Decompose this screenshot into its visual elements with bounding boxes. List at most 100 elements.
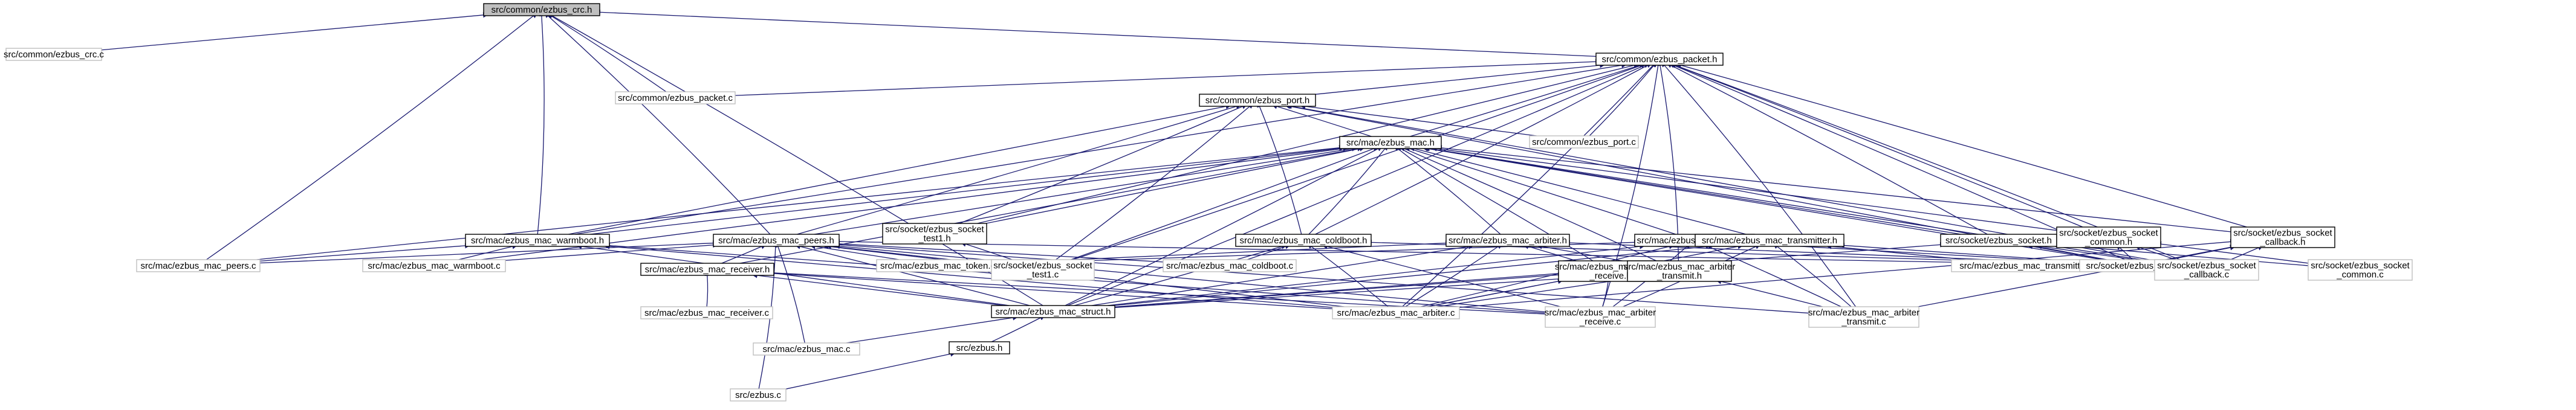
edge-port_c-to-packet_h (1589, 61, 1658, 136)
node-crc-c[interactable]: src/common/ezbus_crc.c (4, 48, 104, 61)
edge-sock_common_h-to-packet_h (1670, 63, 2083, 228)
node-box (1529, 135, 1639, 149)
node-port-c[interactable]: src/common/ezbus_port.c (1529, 135, 1639, 149)
node-box (1235, 234, 1372, 247)
node-mac-c[interactable]: src/mac/ezbus_mac.c (753, 342, 860, 356)
node-port-h[interactable]: src/common/ezbus_port.h (1199, 94, 1316, 107)
node-mac-h[interactable]: src/mac/ezbus_mac.h (1339, 136, 1442, 149)
node-box (991, 259, 1095, 281)
node-box (2308, 259, 2413, 281)
node-packet-c[interactable]: src/common/ezbus_packet.c (615, 91, 736, 104)
edge-arbiter_h-to-mac_h (1393, 146, 1501, 235)
node-transmitter-h[interactable]: src/mac/ezbus_mac_transmitter.h (1695, 234, 1844, 247)
node-coldboot-h[interactable]: src/mac/ezbus_mac_coldboot.h (1235, 234, 1372, 247)
edge-arb_receive_c-to-coldboot_h (1322, 243, 1561, 307)
edge-sock_test1_h-to-mac_h (985, 146, 1366, 224)
node-sock-test1-c[interactable]: src/socket/ezbus_socket_test1.c (991, 259, 1095, 281)
node-label: src/mac/ezbus_mac_coldboot.h (1240, 235, 1367, 246)
node-box (1332, 306, 1460, 319)
edge-transmitter_c-to-transmitter_h (1826, 243, 1966, 260)
edge-peers_c-to-peers_h (259, 240, 719, 264)
edge-arb_receive_c-to-peers_h (834, 243, 1546, 313)
node-label: src/socket/ezbus_socket (885, 225, 984, 235)
node-box (1627, 260, 1732, 282)
edge-crc_c-to-crc_h (101, 12, 489, 51)
node-box (615, 91, 736, 104)
node-label: src/mac/ezbus_mac_warmboot.h (471, 235, 604, 246)
node-packet-h[interactable]: src/common/ezbus_packet.h (1595, 53, 1724, 66)
edge-mac_c-to-struct_h (846, 315, 1019, 344)
edge-struct_h-to-arb_transmit_h (1114, 272, 1633, 309)
edge-struct_h-to-peers_h (794, 243, 1030, 306)
edge-arbiter_c-to-receiver_h (768, 271, 1333, 310)
node-label: src/mac/ezbus_mac_receiver.h (645, 264, 770, 275)
node-sock-common-c[interactable]: src/socket/ezbus_socket_common.c (2308, 259, 2413, 281)
node-box (1199, 94, 1316, 107)
node-arb-receive-c[interactable]: src/mac/ezbus_mac_arbiter_receive.c (1545, 306, 1656, 328)
node-label: src/mac/ezbus_mac_receiver.c (644, 308, 769, 318)
node-arbiter-c[interactable]: src/mac/ezbus_mac_arbiter.c (1332, 306, 1460, 319)
node-label: src/mac/ezbus_mac_peers.h (718, 235, 834, 246)
node-label: src/mac/ezbus_mac_arbiter (1624, 262, 1735, 272)
node-ezbus-c[interactable]: src/ezbus.c (730, 388, 787, 402)
edge-layer (101, 9, 2309, 389)
node-sock-test1-h[interactable]: src/socket/ezbus_socket_test1.h (882, 223, 987, 245)
node-sock-common-h[interactable]: src/socket/ezbus_socket_common.h (2056, 226, 2161, 248)
node-socket-h[interactable]: src/socket/ezbus_socket.h (1940, 234, 2057, 247)
node-crc-h[interactable]: src/common/ezbus_crc.h (483, 3, 600, 16)
edge-coldboot_c-to-coldboot_h (1247, 244, 1291, 260)
node-label: src/common/ezbus_packet.c (618, 93, 733, 103)
node-label: _callback.h (2259, 237, 2305, 248)
edge-packet_h-to-crc_h (594, 9, 1597, 57)
edge-warmboot_h-to-mac_h (590, 146, 1345, 235)
edge-arb_transmit_c-to-peers_h (834, 242, 1809, 314)
edge-sock_test1_h-to-packet_h (977, 62, 1640, 224)
node-box (949, 341, 1010, 354)
node-sock-callback-h[interactable]: src/socket/ezbus_socket_callback.h (2230, 226, 2335, 248)
edge-arbiter_c-to-arb_receive_h (1427, 278, 1563, 307)
node-box (483, 3, 600, 16)
edge-transmitter_h-to-mac_h (1409, 146, 1747, 235)
node-arbiter-h[interactable]: src/mac/ezbus_mac_arbiter.h (1445, 234, 1570, 247)
node-token-c[interactable]: src/mac/ezbus_mac_token.c (876, 259, 999, 272)
edge-socket_h-to-mac_h (1423, 146, 1962, 235)
node-box (1163, 259, 1297, 272)
node-receiver-h[interactable]: src/mac/ezbus_mac_receiver.h (640, 263, 774, 276)
edge-arbiter_c-to-coldboot_h (1307, 243, 1389, 307)
node-receiver-c[interactable]: src/mac/ezbus_mac_receiver.c (640, 306, 773, 319)
edge-arbiter_c-to-arb_transmit_h (1436, 276, 1633, 307)
node-arb-transmit-h[interactable]: src/mac/ezbus_mac_arbiter_transmit.h (1624, 260, 1735, 282)
node-struct-h[interactable]: src/mac/ezbus_mac_struct.h (991, 305, 1115, 318)
node-sock-callback-c[interactable]: src/socket/ezbus_socket_callback.c (2154, 259, 2259, 281)
edge-struct_h-to-coldboot_h (1074, 243, 1287, 306)
node-box (640, 306, 773, 319)
node-label: _callback.c (2184, 270, 2230, 280)
node-coldboot-c[interactable]: src/mac/ezbus_mac_coldboot.c (1163, 259, 1297, 272)
edge-struct_h-to-receiver_h (751, 272, 1004, 306)
edge-sock_test1_c-to-mac_h (1071, 146, 1379, 260)
node-label: _transmit.c (1841, 317, 1886, 327)
node-box (991, 305, 1115, 318)
edge-mac_h-to-packet_h (1410, 62, 1645, 137)
edge-arb_transmit_h-to-packet_h (1657, 60, 1679, 261)
edge-arbiter_c-to-token_h (1421, 243, 1675, 307)
node-label: _test1.h (918, 234, 950, 244)
edge-arb_receive_h-to-arbiter_h (1523, 243, 1577, 261)
node-box (1445, 234, 1570, 247)
edge-socket_c-to-sock_common_h (2115, 244, 2133, 260)
node-peers-c[interactable]: src/mac/ezbus_mac_peers.c (136, 259, 261, 272)
edge-warmboot_h-to-crc_h (537, 10, 545, 235)
edge-arb_receive_c-to-arb_receive_h (1602, 276, 1611, 307)
node-label: _transmit.h (1656, 271, 1702, 281)
node-arb-transmit-c[interactable]: src/mac/ezbus_mac_arbiter_transmit.c (1808, 306, 1919, 328)
node-label: src/ezbus.h (956, 343, 1003, 353)
node-label: src/common/ezbus_packet.h (1602, 54, 1718, 65)
edge-peers_c-to-mac_h (256, 145, 1345, 260)
node-ezbus-h[interactable]: src/ezbus.h (949, 341, 1010, 354)
node-box (465, 234, 610, 247)
node-peers-h[interactable]: src/mac/ezbus_mac_peers.h (713, 234, 840, 247)
node-warmboot-h[interactable]: src/mac/ezbus_mac_warmboot.h (465, 234, 610, 247)
node-label: src/socket/ezbus_socket (2059, 228, 2158, 239)
node-warmboot-c[interactable]: src/mac/ezbus_mac_warmboot.c (362, 259, 506, 272)
node-transmitter-c[interactable]: src/mac/ezbus_mac_transmitter.c (1951, 259, 2103, 272)
